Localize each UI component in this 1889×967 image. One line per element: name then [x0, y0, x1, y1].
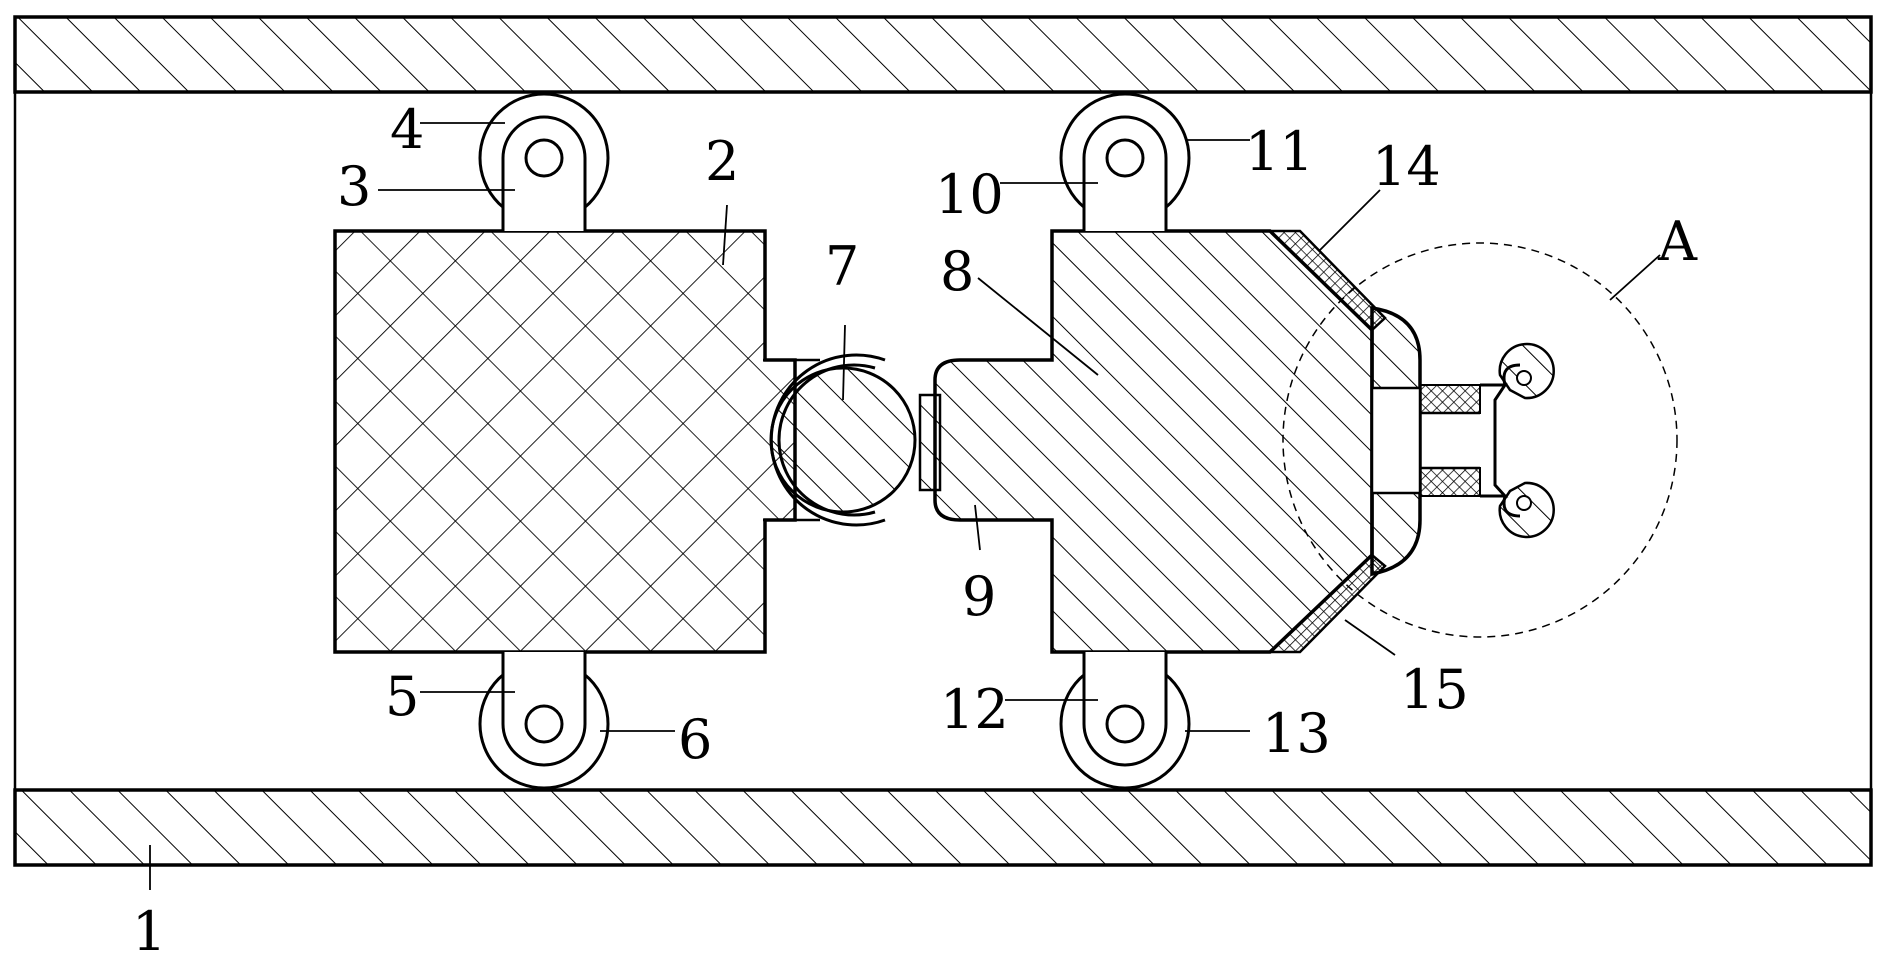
leader-lines: [149, 122, 1661, 890]
label-15: 15: [1400, 658, 1469, 721]
pipe-wall-top: [13, 15, 1873, 94]
label-11: 11: [1245, 120, 1314, 183]
gripper: [1419, 342, 1555, 539]
label-6: 6: [678, 708, 712, 771]
label-2: 2: [705, 130, 739, 193]
wheel-rear-bottom: [478, 652, 610, 790]
nose-core: [1370, 386, 1422, 495]
label-12: 12: [940, 678, 1009, 741]
label-14: 14: [1372, 135, 1441, 198]
pipe-wall-bottom: [13, 788, 1873, 867]
neck-stub: [918, 393, 942, 492]
label-7: 7: [825, 235, 859, 298]
label-5: 5: [385, 665, 419, 728]
ball-joint: [763, 353, 917, 527]
label-1: 1: [132, 900, 166, 963]
wheel-rear-top: [478, 92, 610, 231]
label-10: 10: [935, 163, 1004, 226]
detail-circle-a: [1282, 242, 1678, 638]
label-13: 13: [1262, 702, 1331, 765]
label-a: A: [1657, 210, 1698, 273]
label-8: 8: [940, 240, 974, 303]
front-body: [933, 229, 1374, 654]
wheel-front-bottom: [1059, 652, 1191, 790]
label-9: 9: [962, 565, 996, 628]
label-4: 4: [390, 98, 424, 161]
rear-body: [333, 229, 797, 654]
label-3: 3: [337, 155, 371, 218]
wheel-front-top: [1059, 92, 1191, 231]
